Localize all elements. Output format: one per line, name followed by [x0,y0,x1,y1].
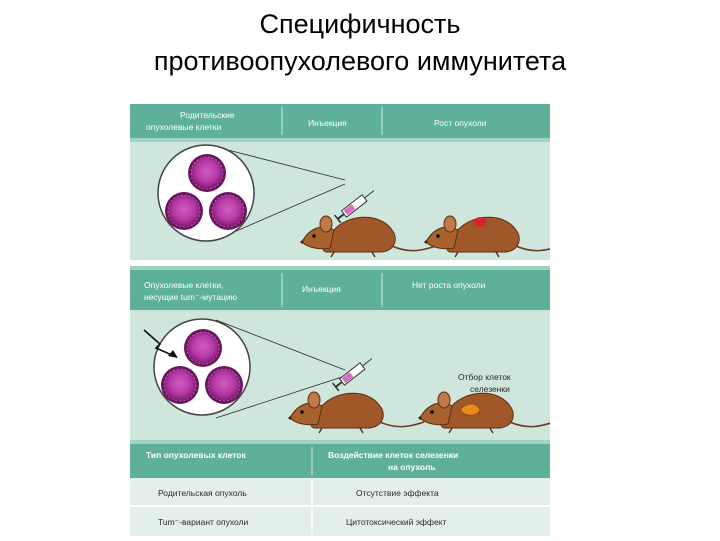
panel2-col1-line2: несущие tum⁻-мутацию [144,292,238,302]
mutant-cells-circle [153,318,251,416]
title-line-1: Специфичность [259,9,461,39]
spleen-note-line2: селезенки [470,384,510,394]
panel2-col1-line1: Опухолевые клетки, [144,280,224,290]
panel2-col3: Нет роста опухоли [412,280,486,290]
panel2-col2: Инъекция [302,284,341,294]
table-header [130,444,550,478]
panel-parent-tumor: Родительские опухолевые клетки Инъекция … [130,104,561,260]
tumor-growth-icon [474,217,486,227]
spleen-note-line1: Отбор клеток [458,372,511,382]
slide-title: Специфичность противоопухолевого иммунит… [0,6,720,80]
syringe-icon [332,358,373,392]
panel1-col3: Рост опухоли [434,118,487,128]
syringe-icon [334,190,375,224]
panel-tum-variant: Опухолевые клетки, несущие tum⁻-мутацию … [130,266,555,440]
panel1-col1-line1: Родительские [180,110,235,120]
diagram-svg: Родительские опухолевые клетки Инъекция … [130,104,561,536]
panel1-header [130,104,550,138]
table-row [130,478,550,506]
parent-cells-circle [157,144,255,242]
row1-type: Родительская опухоль [158,488,247,498]
tumor-cell-icon [204,365,244,405]
tumor-cell-icon [208,191,248,231]
immunity-diagram: Родительские опухолевые клетки Инъекция … [130,104,561,536]
panel1-col1-line2: опухолевые клетки [146,122,222,132]
table-header-col2-line2: на опухоль [388,462,436,472]
title-line-2: противоопухолевого иммунитета [153,46,567,76]
tumor-cell-icon [160,365,200,405]
row2-effect: Цитотоксический эффект [346,517,447,527]
results-table: Тип опухолевых клеток Воздействие клеток… [130,440,550,536]
row2-type: Tum⁻-вариант опухоли [158,517,249,527]
table-row [130,507,550,536]
spleen-icon [459,403,481,416]
row1-effect: Отсутствие эффекта [356,488,439,498]
table-header-col1: Тип опухолевых клеток [146,450,246,460]
mutation-arrow-icon [143,329,178,358]
tumor-cell-icon [187,153,227,193]
panel2-header [130,270,550,310]
tumor-cell-icon [183,328,223,368]
tumor-cell-icon [164,191,204,231]
panel1-col2: Инъекция [308,118,347,128]
table-header-col2-line1: Воздействие клеток селезенки [328,450,458,460]
